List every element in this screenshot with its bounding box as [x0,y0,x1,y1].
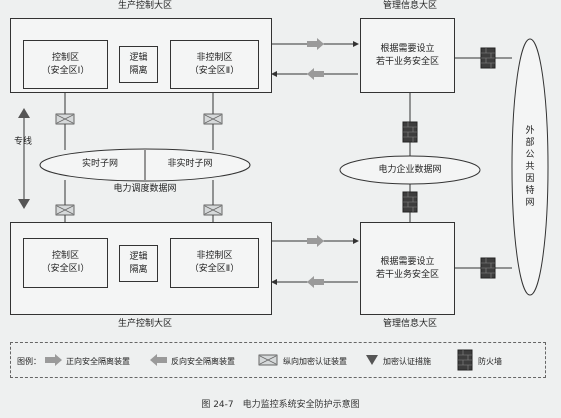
encrypt-measure-icon [18,199,30,209]
figure-caption: 图 24-7 电力监控系统安全防护示意图 [201,400,360,410]
nonrealtime-subnet-label: 非实时子网 [167,159,213,169]
legend-measure-icon [366,355,378,365]
legend-firewall-label: 防火墙 [478,357,502,366]
legend-reverse-label: 反向安全隔离装置 [171,357,235,366]
firewall-icon [480,257,496,279]
firewall-icon [480,47,496,69]
internet-label: 外 部 公 共 因 特 网 [525,126,535,208]
dedicated-line-label: 专线 [13,137,32,147]
legend: 图例： 正向安全隔离装置 反向安全隔离装置 纵向加密认证装置 加密认证措施 防火… [10,342,546,378]
control-area: 控制区 （安全区Ⅰ） [23,238,108,288]
dispatch-network-label: 电力调度数据网 [113,184,177,194]
encryption-device-icon [203,204,223,216]
noncontrol-area: 非控制区 （安全区Ⅱ） [170,40,259,89]
enterprise-network-label: 电力企业数据网 [378,165,442,175]
control-area: 控制区 （安全区Ⅰ） [23,40,108,89]
zone-title: 管理信息大区 [382,319,437,329]
forward-isolation-icon [307,235,324,247]
zone-title: 管理信息大区 [382,1,437,11]
legend-forward-label: 正向安全隔离装置 [66,357,130,366]
encryption-device-icon [203,113,223,125]
firewall-icon [402,121,418,143]
management-zone-bottom: 根据需要设立 若干业务安全区 [360,222,455,315]
legend-title: 图例： [17,357,41,366]
encrypt-measure-icon [18,108,30,118]
reverse-isolation-icon [307,68,324,80]
encryption-device-icon [55,204,75,216]
zone-title: 生产控制大区 [117,1,172,11]
legend-measure-label: 加密认证措施 [383,357,431,366]
firewall-icon [402,191,418,213]
realtime-subnet-label: 实时子网 [81,159,118,169]
logic-isolation: 逻辑 隔离 [119,46,158,83]
management-zone-top: 根据需要设立 若干业务安全区 [360,18,455,93]
logic-isolation: 逻辑 隔离 [119,245,158,282]
internet-ellipse [511,38,549,296]
reverse-isolation-icon [307,276,324,288]
forward-isolation-icon [307,38,324,50]
zone-title: 生产控制大区 [117,319,172,329]
encryption-device-icon [55,113,75,125]
noncontrol-area: 非控制区 （安全区Ⅱ） [170,238,259,288]
legend-encrypt-label: 纵向加密认证装置 [283,357,347,366]
